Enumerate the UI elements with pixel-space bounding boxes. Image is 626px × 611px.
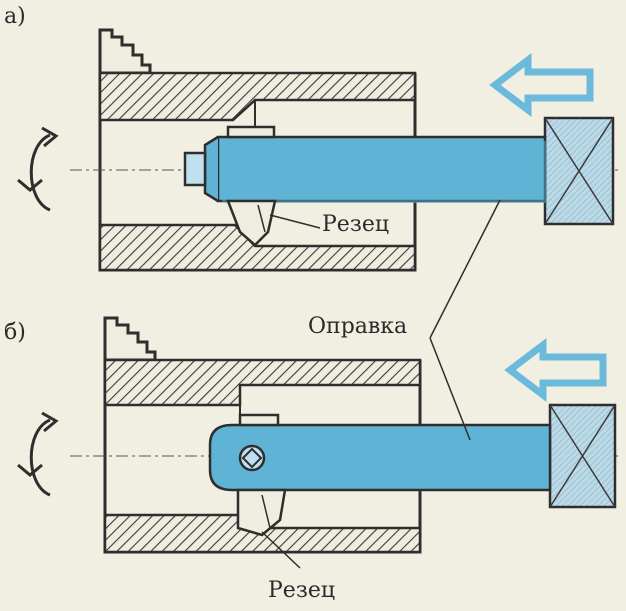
workpiece-bottom-wall-a <box>98 223 417 272</box>
clamp-nut-a <box>183 151 207 187</box>
chuck-jaw-a <box>98 28 152 75</box>
mandrel-leader-lines <box>429 199 501 441</box>
workpiece-top-wall-a <box>98 71 417 122</box>
feed-arrow-b-icon <box>504 337 607 403</box>
workpiece-top-wall-b <box>103 358 422 407</box>
cutter-a <box>226 199 277 247</box>
feed-arrow-a-icon <box>489 52 594 118</box>
cutter-label-b: Резец <box>268 578 335 603</box>
panel-a-illustration <box>17 28 620 272</box>
mandrel-b <box>208 423 552 492</box>
panel-b-label: б) <box>4 320 26 345</box>
panel-b-illustration <box>17 316 620 569</box>
cutter-b <box>236 488 287 537</box>
clamp-screw-b-icon <box>238 444 266 472</box>
rotation-arrow-a-icon <box>17 126 59 212</box>
mandrel-label: Оправка <box>308 314 408 339</box>
rotation-arrow-b-icon <box>17 411 59 497</box>
panel-a-label: а) <box>4 4 26 29</box>
chuck-jaw-b <box>103 316 157 362</box>
cutter-label-a: Резец <box>322 212 389 237</box>
